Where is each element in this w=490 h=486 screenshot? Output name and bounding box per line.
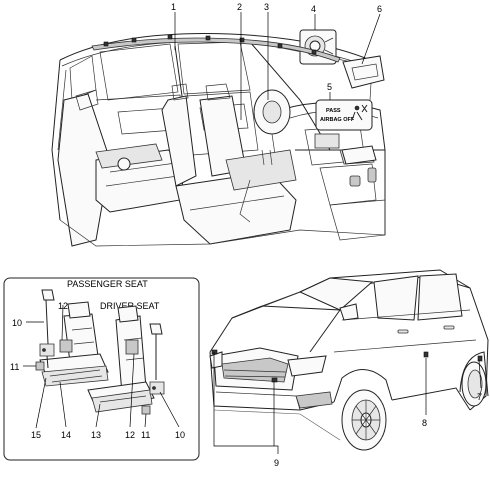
leader-lines <box>23 12 482 454</box>
callout-1: 1 <box>171 2 176 12</box>
callout-10-right: 10 <box>175 430 185 440</box>
driver-seat <box>87 305 155 413</box>
callout-14: 14 <box>61 430 71 440</box>
callout-12-right: 12 <box>125 430 135 440</box>
side-mirror <box>339 303 359 321</box>
callout-11-left: 11 <box>10 362 19 372</box>
rear-seat <box>57 89 187 247</box>
front-crash-sensor-right <box>271 377 278 383</box>
callout-7: 7 <box>477 392 482 402</box>
driver-seat-label: DRIVER SEAT <box>100 301 160 311</box>
passenger-side-airbag <box>59 339 73 353</box>
callout-3: 3 <box>264 2 269 12</box>
driver-seatbelt-pretensioner <box>149 323 165 395</box>
headlight-right <box>287 355 327 377</box>
passenger-seat-label: PASSENGER SEAT <box>67 279 148 289</box>
passenger-buckle-switch <box>35 361 45 371</box>
passenger-seatbelt-pretensioner <box>39 289 55 369</box>
callout-13: 13 <box>91 430 101 440</box>
rear-crash-sensor <box>477 355 483 362</box>
passenger-seat <box>39 301 109 387</box>
callout-11-right: 11 <box>141 430 150 440</box>
callout-6: 6 <box>377 4 382 14</box>
front-seat-interior <box>161 83 297 245</box>
side-crash-sensor <box>423 351 429 358</box>
center-console-display <box>314 133 340 149</box>
callout-numbers: 1 2 3 4 5 6 7 8 9 10 10 11 11 12 12 13 1… <box>10 2 482 468</box>
sun-visor <box>342 55 385 89</box>
headlight-left <box>209 351 223 369</box>
pass-airbag-off-indicator: PASS AIRBAG OFF <box>315 99 373 131</box>
vehicle-interior-illustration: PASS AIRBAG OFF <box>51 29 386 247</box>
front-crash-sensor-left <box>211 349 218 355</box>
airbag-off-icon <box>351 104 368 121</box>
callout-2: 2 <box>237 2 242 12</box>
callout-15: 15 <box>31 430 41 440</box>
callout-9: 9 <box>274 458 279 468</box>
indicator-line1: PASS <box>326 108 341 114</box>
indicator-line2: AIRBAG OFF <box>320 117 355 123</box>
callout-8: 8 <box>422 418 427 428</box>
driver-seat-track-sensor <box>91 389 153 413</box>
driver-buckle-switch <box>141 405 151 415</box>
seat-detail-illustration: PASSENGER SEAT DRIVER SEAT <box>3 277 200 461</box>
callout-4: 4 <box>311 4 316 14</box>
callout-5: 5 <box>327 82 332 92</box>
driver-airbag-module <box>262 100 282 124</box>
callout-12-left: 12 <box>58 301 68 311</box>
vehicle-exterior-illustration <box>209 269 489 451</box>
driver-side-airbag <box>125 339 139 355</box>
callout-10-left: 10 <box>12 318 22 328</box>
seat-detail-frame <box>3 277 200 461</box>
